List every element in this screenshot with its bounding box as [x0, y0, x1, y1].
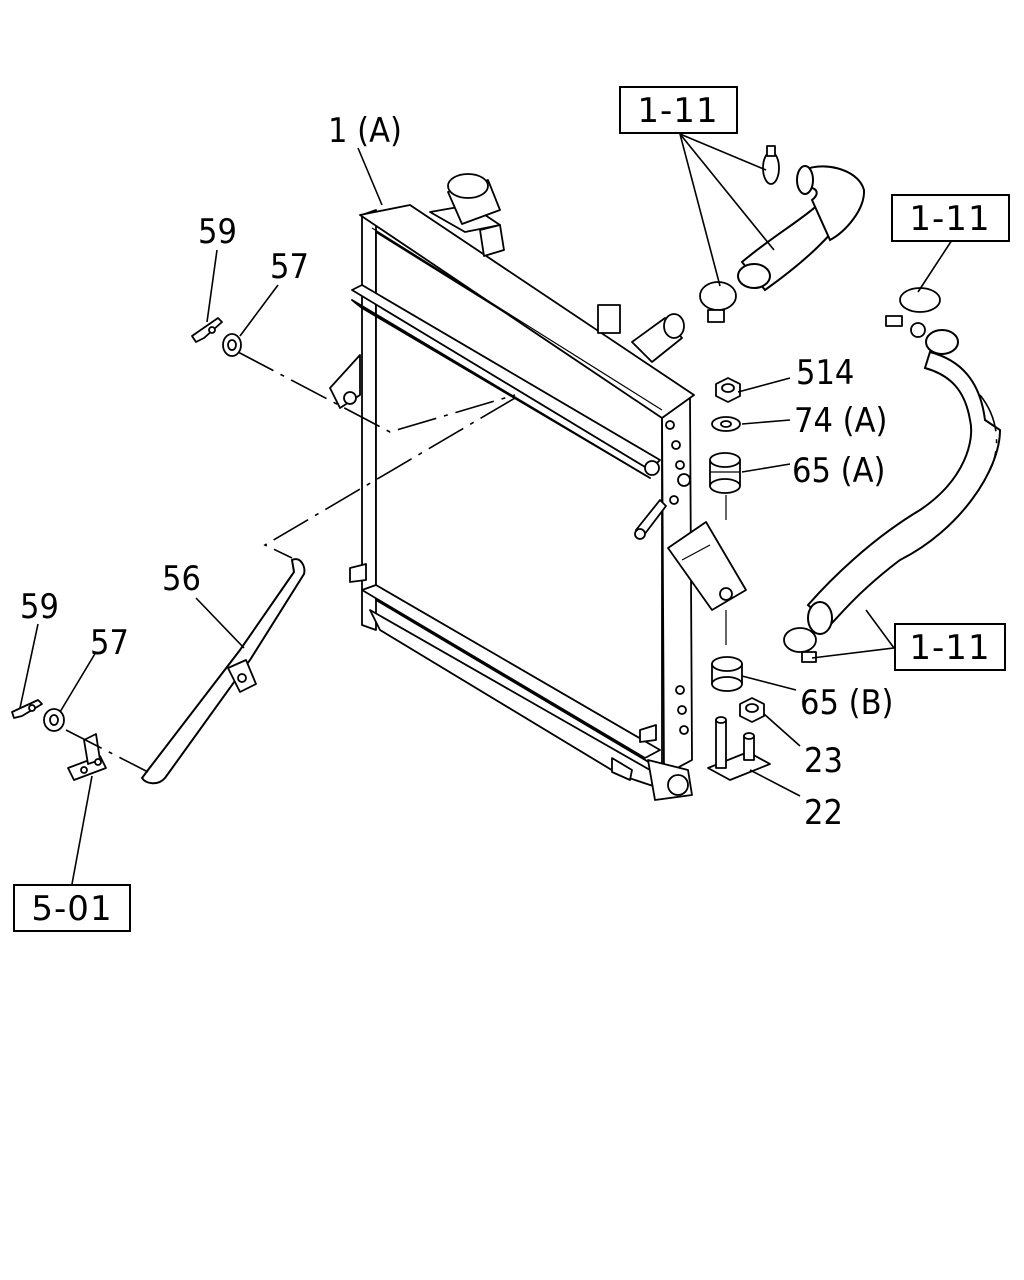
upper-hose-clamp-bottom [699, 281, 737, 323]
nut-514 [715, 377, 741, 403]
clip-59-lower [11, 699, 43, 719]
ref-lower-hose-clamp-text: 1-11 [909, 199, 990, 239]
washer-57-upper [222, 333, 242, 357]
label-washer-lower: 57 [90, 622, 129, 662]
nut-23 [739, 697, 765, 723]
ref-box-upper-hose[interactable]: 1-11 [619, 86, 738, 134]
bracket-5-01 [67, 733, 107, 781]
label-clip-upper: 59 [198, 211, 237, 251]
radiator-core [329, 204, 747, 801]
ref-bracket-text: 5-01 [31, 889, 112, 929]
washer-74a [711, 416, 741, 432]
label-radiator: 1 (A) [328, 110, 402, 150]
lower-hose [806, 329, 1002, 635]
upper-hose-clamp-top [762, 145, 780, 185]
stud-bracket-22 [707, 716, 771, 781]
ref-upper-hose-text: 1-11 [637, 91, 718, 131]
label-washer-upper: 57 [270, 246, 309, 286]
cushion-65b [711, 656, 743, 692]
clip-59-upper [191, 317, 223, 343]
cushion-65a [709, 452, 741, 494]
label-washer-mount: 74 (A) [794, 400, 887, 440]
ref-box-bracket[interactable]: 5-01 [13, 884, 131, 932]
label-cushion-lower: 65 (B) [800, 682, 893, 722]
label-cushion-upper: 65 (A) [792, 450, 885, 490]
pipe-56 [140, 558, 306, 785]
label-clip-lower: 59 [20, 586, 59, 626]
upper-outlet-pipe [631, 313, 685, 363]
upper-hose [737, 165, 866, 292]
label-stud-bracket: 22 [804, 792, 843, 832]
ref-lower-hose-text: 1-11 [909, 628, 990, 668]
ref-box-lower-hose-clamp[interactable]: 1-11 [891, 194, 1010, 242]
washer-57-lower [43, 708, 65, 732]
lower-hose-clamp-bottom [783, 627, 817, 663]
label-nut-top: 514 [796, 352, 854, 392]
ref-box-lower-hose[interactable]: 1-11 [894, 623, 1006, 671]
lower-hose-clamp-top [885, 287, 941, 338]
radiator-cap [447, 173, 505, 257]
label-nut-bottom: 23 [804, 740, 843, 780]
leader-lines [19, 133, 953, 885]
label-pipe: 56 [162, 558, 201, 598]
